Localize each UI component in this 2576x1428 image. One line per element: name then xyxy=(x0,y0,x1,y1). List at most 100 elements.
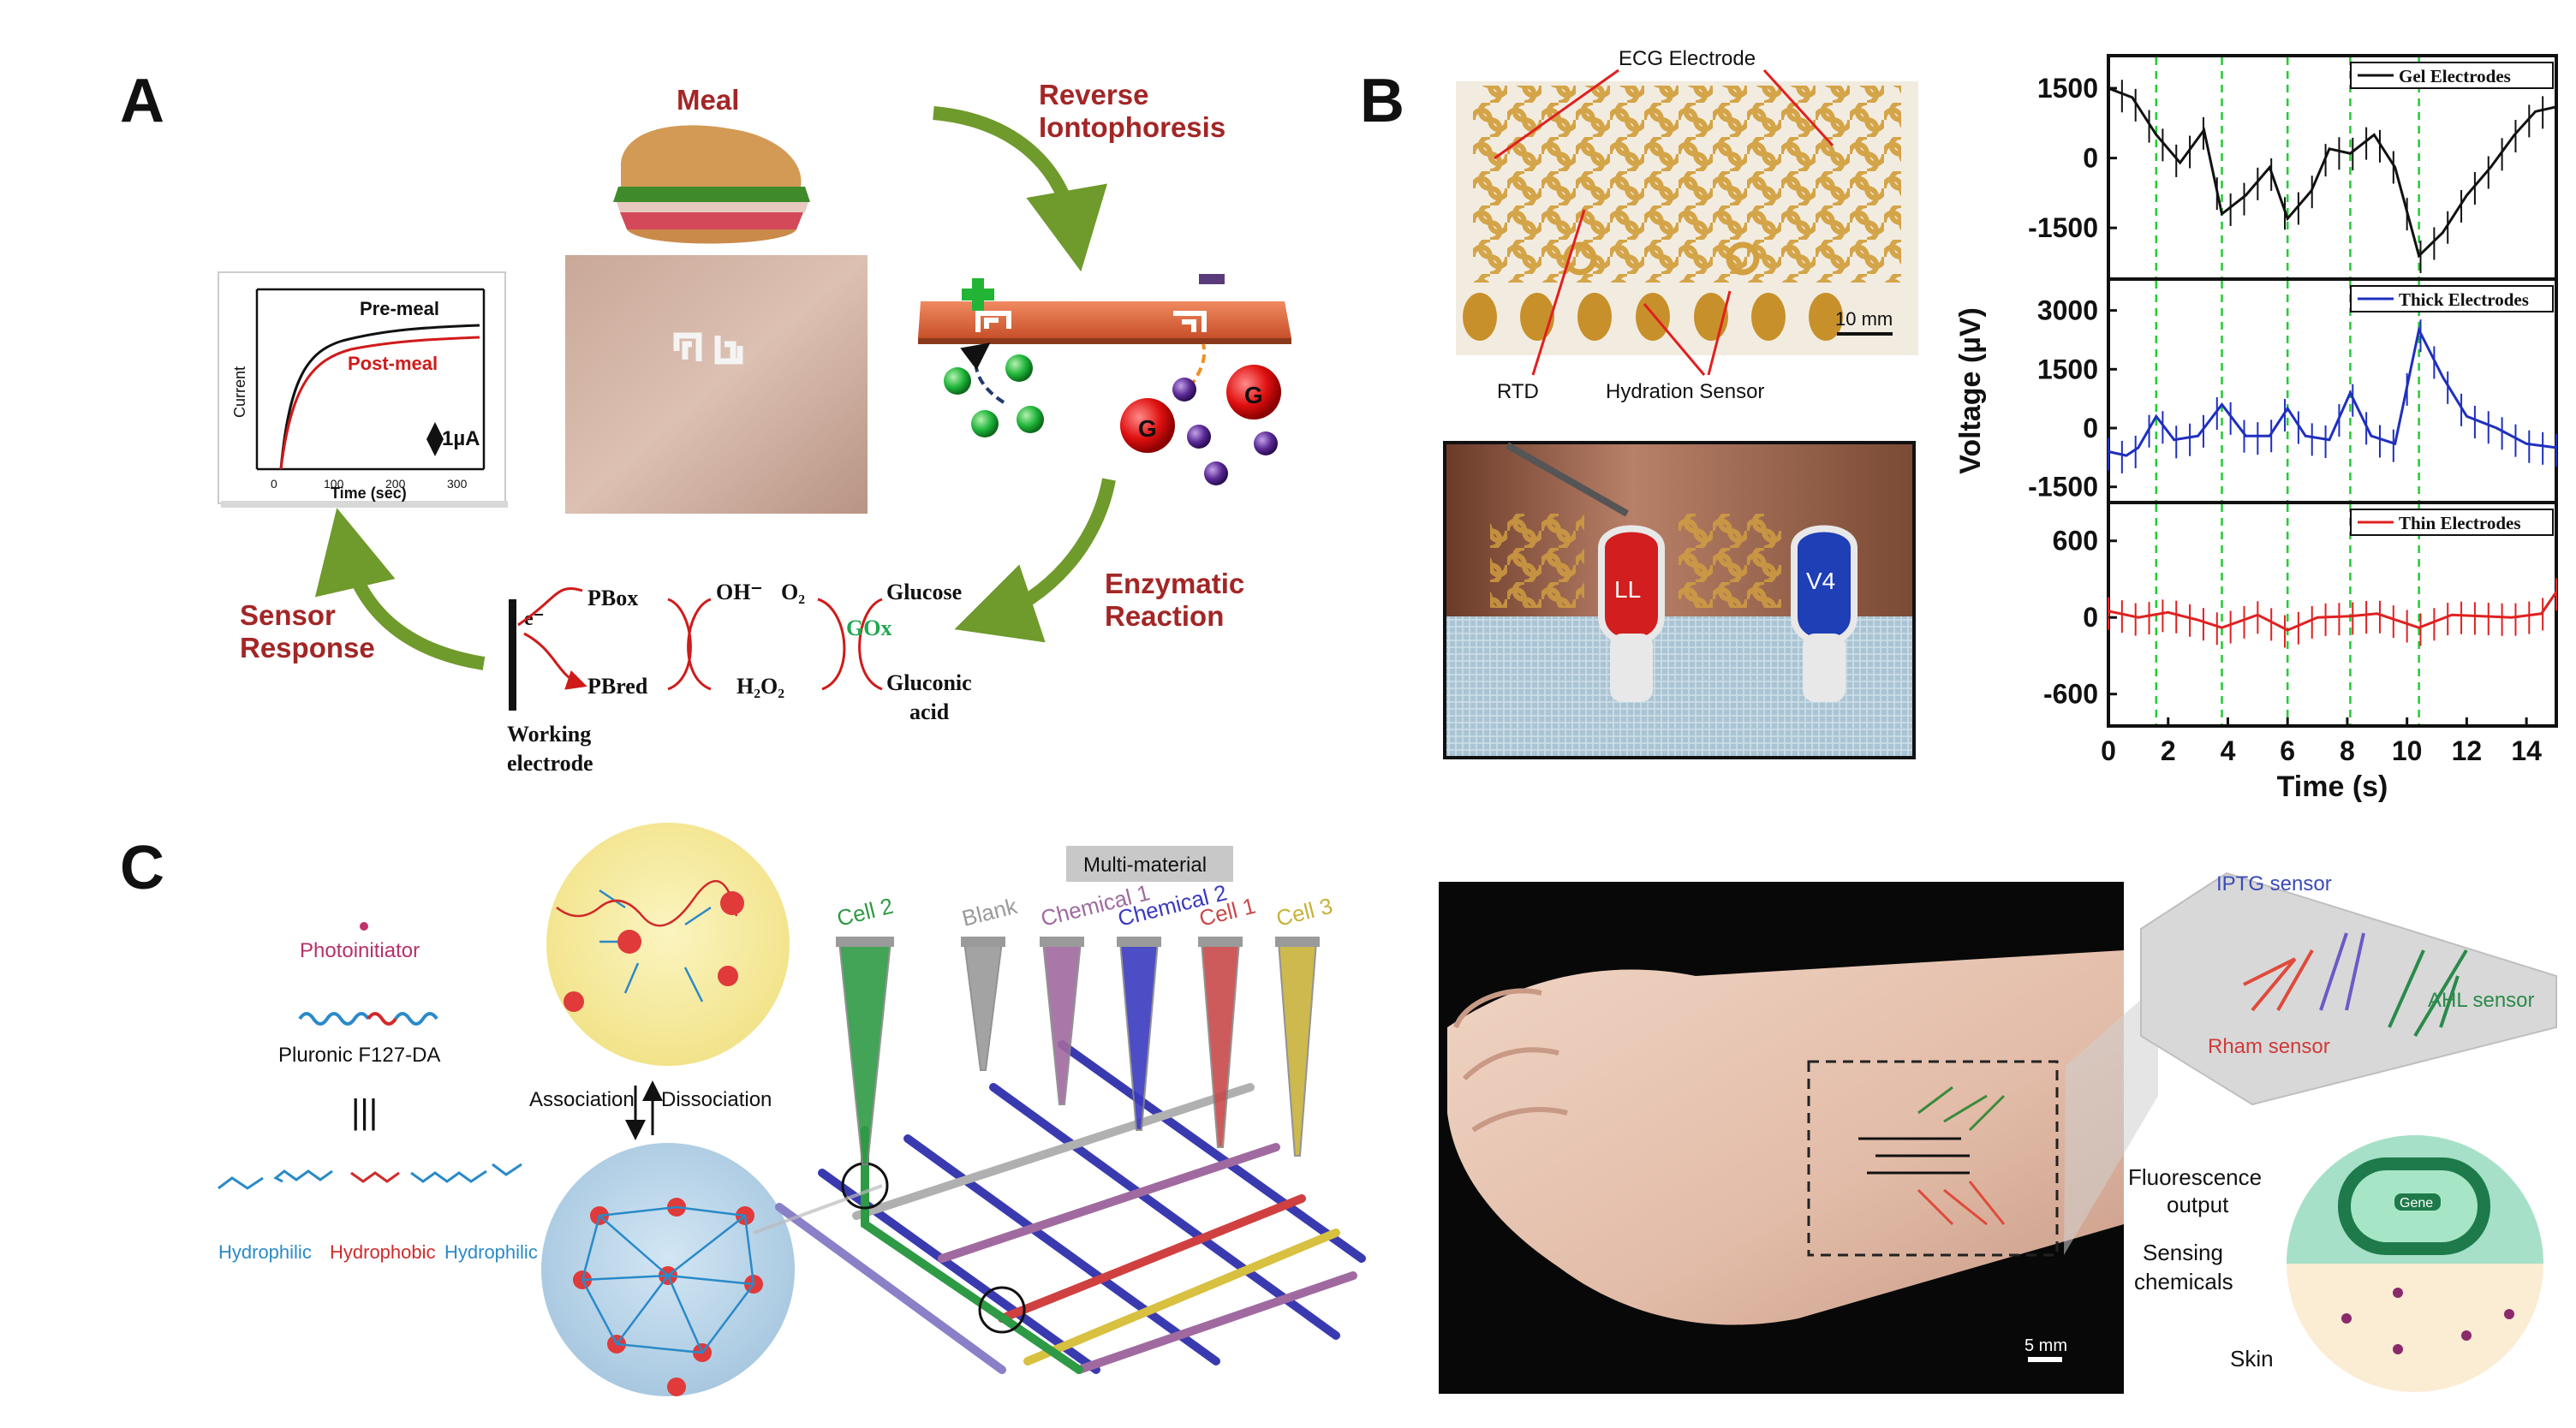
nozzle-cap xyxy=(1275,937,1320,947)
hydrophobic-label: Hydrophobic xyxy=(330,1241,436,1263)
rham-sensor-label: Rham sensor xyxy=(2208,1035,2330,1058)
hand-photo: 5 mm xyxy=(1439,882,2124,1394)
inset-ylabel: Current xyxy=(231,366,248,418)
nozzle-cap xyxy=(1040,937,1084,947)
electron-label: e⁻ xyxy=(524,608,544,630)
sensor-label-2: Response xyxy=(240,632,375,663)
nozzle-cap xyxy=(961,937,1005,947)
legend-post-meal: Post-meal xyxy=(348,353,438,374)
ll-lead xyxy=(1598,525,1665,646)
gene-label: Gene xyxy=(2400,1196,2433,1211)
printing-grid xyxy=(775,1040,1366,1374)
ecg-subplot-frame xyxy=(2107,277,2558,504)
equivalence-mark: ||| xyxy=(351,1093,378,1131)
sensing-label-2: chemicals xyxy=(2134,1269,2233,1294)
panel-label-b: B xyxy=(1360,67,1404,135)
ion-g-1: G xyxy=(1138,415,1157,442)
panel-c: Photoinitiator Pluronic F127-DA ||| Hydr… xyxy=(218,823,2557,1396)
ecg-ytick-label: 0 xyxy=(2083,143,2098,174)
enzymatic-label-1: Enzymatic xyxy=(1105,568,1244,599)
inset-xlabel: Time (sec) xyxy=(331,485,407,502)
inset-scale-bar: 1µA xyxy=(442,427,480,450)
minus-sign xyxy=(1199,274,1225,284)
sensing-label-1: Sensing xyxy=(2143,1240,2223,1265)
meal-label: Meal xyxy=(677,84,739,116)
panel-label-c: C xyxy=(120,834,164,902)
inset-xtick-3: 300 xyxy=(447,477,468,491)
association-label: Association xyxy=(529,1088,635,1111)
inset-xtick-0: 0 xyxy=(271,477,277,491)
ecg-ytick-label: 1500 xyxy=(2037,73,2098,104)
nozzle-4 xyxy=(1118,941,1160,1131)
ecg-series-line xyxy=(2108,591,2558,632)
oh-label: OH⁻ xyxy=(716,580,762,604)
ahl-sensor-label: AHL sensor xyxy=(2428,989,2535,1012)
ecg-electrode-label: ECG Electrode xyxy=(1619,47,1756,70)
ecg-xtick-label: 12 xyxy=(2452,735,2483,766)
ecg-xtick-label: 14 xyxy=(2511,735,2542,766)
ecg-electrode-photo: 10 mm xyxy=(1456,68,1918,376)
working-label-2: electrode xyxy=(507,751,593,776)
dissociation-label: Dissociation xyxy=(661,1088,772,1111)
hydrophilic-label-2: Hydrophilic xyxy=(444,1241,538,1263)
redox-scheme: e⁻ PBox PBred OH⁻ O₂ H₂O₂ GOx Glucose Gl… xyxy=(507,580,972,776)
polymer-structure xyxy=(218,1163,522,1190)
micelle-sol-circle xyxy=(546,823,790,1066)
ecg-legend-label: Gel Electrodes xyxy=(2399,66,2511,86)
enzymatic-label-2: Reaction xyxy=(1105,600,1224,632)
ecg-legend-box xyxy=(2350,285,2554,312)
inset-current-chart: Pre-meal Post-meal Current 0 100 200 300… xyxy=(218,271,508,508)
gluconic-label-2: acid xyxy=(909,699,950,724)
cycle-arrow-right xyxy=(954,478,1116,643)
ecg-legend-label: Thick Electrodes xyxy=(2399,289,2529,310)
ecg-xlabel: Time (s) xyxy=(2277,771,2388,803)
working-label-1: Working xyxy=(507,722,591,747)
cycle-arrow-top xyxy=(933,106,1107,272)
hydration-sensor-label: Hydration Sensor xyxy=(1606,380,1764,403)
nozzle-1 xyxy=(838,941,892,1165)
inset-xtick-2: 200 xyxy=(385,477,406,491)
nozzle-label: Cell 3 xyxy=(1273,893,1335,931)
nozzle-6 xyxy=(1277,941,1318,1157)
ecg-ytick-label: 0 xyxy=(2083,413,2098,443)
photoinitiator-label: Photoinitiator xyxy=(300,939,420,962)
reverse-label-1: Reverse xyxy=(1039,79,1148,110)
pb-red-label: PBred xyxy=(587,674,648,699)
ecg-ytick-label: -1500 xyxy=(2028,472,2098,503)
chest-photo: LL V4 xyxy=(1443,441,1916,759)
fluorescence-label-2: output xyxy=(2167,1192,2229,1217)
ecg-series-line xyxy=(2108,86,2557,259)
nozzle-5 xyxy=(1200,941,1241,1148)
ecg-xtick-label: 2 xyxy=(2161,735,2176,766)
ion-g-2: G xyxy=(1244,382,1263,408)
o2-label: O₂ xyxy=(781,580,805,604)
ecg-xtick-label: 8 xyxy=(2340,735,2355,766)
ecg-ytick-label: -600 xyxy=(2043,679,2098,710)
post-meal-curve xyxy=(279,336,480,470)
ecg-ytick-label: 0 xyxy=(2083,602,2098,633)
iptg-sensor-label: IPTG sensor xyxy=(2216,872,2332,895)
ecg-legend-label: Thin Electrodes xyxy=(2399,513,2521,533)
nozzle-cap xyxy=(1198,937,1243,947)
ecg-xtick-label: 0 xyxy=(2101,735,2116,766)
glucose-label: Glucose xyxy=(886,580,962,604)
ecg-ytick-label: 3000 xyxy=(2037,295,2098,326)
legend-pre-meal: Pre-meal xyxy=(360,298,439,319)
ecg-xtick-label: 10 xyxy=(2392,735,2423,766)
panel-label-a: A xyxy=(120,67,164,135)
pb-ox-label: PBox xyxy=(587,586,638,610)
pre-meal-curve xyxy=(279,324,480,470)
hydrophilic-label-1: Hydrophilic xyxy=(218,1241,312,1263)
ecg-ylabel: Voltage (µV) xyxy=(1954,307,1987,474)
h2o2-label: H₂O₂ xyxy=(736,674,784,699)
panel-b: 10 mm ECG Electrode RTD Hydration Sensor… xyxy=(1443,47,2558,803)
sensor-card: IPTG sensor AHL sensor Rham sensor xyxy=(2140,872,2557,1106)
ecg-xtick-label: 6 xyxy=(2280,735,2295,766)
v4-lead-label: V4 xyxy=(1806,568,1835,594)
panel-a: Meal Reverse Iontophoresis Enzymatic Rea… xyxy=(218,79,1291,776)
nozzle-2 xyxy=(963,941,1004,1071)
